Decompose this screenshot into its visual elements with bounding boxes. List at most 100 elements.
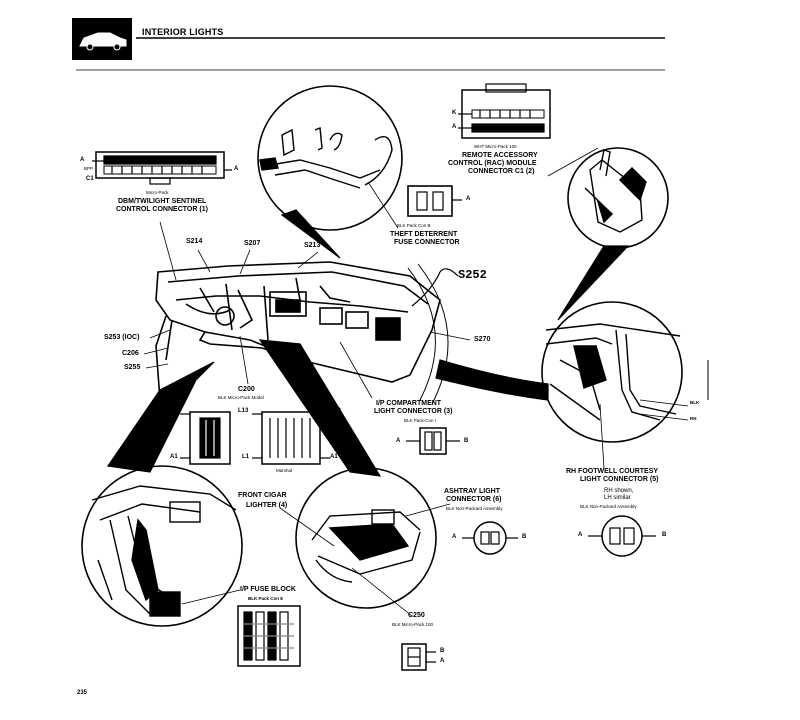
ashtray-wedge	[258, 339, 382, 477]
rac-leader	[547, 147, 599, 177]
c200-l13: L13	[238, 408, 249, 414]
dbm-label-line2: CONTROL CONNECTOR (1)	[116, 206, 208, 213]
ashtray-part	[311, 509, 421, 583]
rac-wedge	[557, 245, 630, 321]
cigar-label-line2: LIGHTER (4)	[246, 502, 288, 509]
dbm-label-line1: DBM/TWILIGHT SENTINEL	[118, 198, 207, 205]
dbm-label-line2-text: CONTROL CONNECTOR	[116, 206, 198, 213]
right-arc-2	[417, 263, 449, 405]
s207-label: S207	[244, 240, 261, 247]
rh-sub1: RH shown,	[604, 488, 634, 494]
s255-leader	[145, 363, 169, 369]
s252-label: S252	[458, 268, 487, 282]
ashtray-leader	[405, 503, 451, 517]
fuse-detail-circle	[81, 465, 243, 627]
fuse-block-part	[91, 485, 237, 617]
ip-sub: BLK Pack-Con I	[404, 418, 437, 423]
theft-connector	[407, 185, 462, 217]
s270-leader	[429, 331, 471, 341]
s270-label: S270	[474, 336, 491, 343]
rh-wedge	[435, 359, 549, 401]
rh-label-num: 5	[652, 476, 657, 483]
c200-a13-left: A13	[166, 408, 178, 414]
cigar-label-num: 4	[281, 502, 285, 509]
c206-label: C206	[122, 350, 139, 357]
page-title: INTERIOR LIGHTS	[142, 27, 224, 37]
rh-sub3: BLK Non-Packard Assembly	[580, 504, 637, 509]
fuse-block	[237, 605, 301, 667]
c200-sub: BLK Micro-Pack Model	[218, 395, 264, 400]
instrument-panel	[155, 261, 441, 401]
ip-pin-a: A	[396, 438, 401, 444]
ip-leader	[339, 341, 373, 399]
rac-connector	[458, 83, 551, 139]
c200-a1-right: A1	[330, 454, 338, 460]
edge-rh-label: RH	[690, 416, 697, 421]
ip-connector	[406, 427, 460, 455]
rh-detail-circle	[541, 301, 683, 443]
cigar-label-line1: FRONT CIGAR	[238, 492, 287, 499]
page-number: 235	[77, 690, 88, 696]
theft-leader	[367, 181, 399, 229]
s253-leader	[149, 329, 171, 339]
theft-pin-a: A	[466, 196, 471, 202]
ashtray-sub: BLK Non-Packard Assembly	[446, 506, 503, 511]
rac-label-line2: CONTROL (RAC) MODULE	[448, 160, 537, 167]
rac-label-line3: CONNECTOR C1 (2)	[468, 168, 535, 175]
c250-pin-a: A	[440, 658, 445, 664]
c250-pin-b: B	[440, 648, 445, 654]
cigar-label-line2-text: LIGHTER	[246, 502, 277, 509]
c250-label: C250	[408, 612, 425, 619]
dbm-leader	[159, 221, 177, 281]
rac-label-line1: REMOTE ACCESSORY	[462, 152, 538, 159]
cigar-leader	[279, 507, 335, 547]
c200-leader	[239, 335, 249, 385]
rh-pin-b: B	[662, 532, 667, 538]
s213-label: S213	[304, 242, 321, 249]
right-arc-1	[407, 267, 436, 401]
c200-label: C200	[238, 386, 255, 393]
ashtray-label-line2-text: CONNECTOR	[446, 496, 491, 503]
c250-connector	[401, 643, 436, 671]
fuse-block-sub: BLK Pack Con 8	[248, 596, 283, 601]
rh-label-line2: LIGHT CONNECTOR (5)	[580, 476, 659, 483]
ip-pin-b: B	[464, 438, 469, 444]
fuse-wedge	[106, 361, 215, 473]
ip-label-line1: I/P COMPARTMENT	[376, 400, 442, 407]
c206-leader	[143, 347, 169, 355]
s213-leader	[297, 251, 319, 269]
rh-sub2: LH similar	[604, 495, 631, 501]
dbm-sub: Micro-Pack	[146, 190, 169, 195]
ashtray-pin-b: B	[522, 534, 527, 540]
rh-pin-a: A	[578, 532, 583, 538]
car-icon	[79, 32, 127, 51]
rac-detail-circle	[567, 147, 669, 249]
c200-note: Marshal	[276, 468, 293, 473]
dbm-pin-a: A	[80, 157, 85, 163]
s252-harness	[411, 268, 459, 307]
theft-wedge	[280, 209, 341, 259]
ip-label-num: 3	[446, 408, 451, 415]
ip-label-line2: LIGHT CONNECTOR (3)	[374, 408, 453, 415]
c200-a13-right: A13	[330, 408, 342, 414]
ashtray-connector	[462, 521, 518, 555]
c200-l1: L1	[242, 454, 250, 460]
rh-label-line1: RH FOOTWELL COURTESY	[566, 468, 659, 475]
rh-leader	[599, 403, 605, 469]
fuse-block-label: I/P FUSE BLOCK	[240, 586, 296, 593]
ip-label-line2-text: LIGHT CONNECTOR	[374, 408, 442, 415]
s253-label: S253 (IOC)	[104, 334, 140, 341]
dbm-label-num: 1	[201, 206, 206, 213]
s207-leader	[239, 249, 251, 275]
rac-label-line3-text: CONNECTOR C1	[468, 168, 524, 175]
dbm-pin-a2: A	[234, 166, 239, 172]
rh-leader-2	[639, 399, 689, 407]
s214-label: S214	[186, 238, 203, 245]
theft-sub: BLK Pack Con B	[397, 223, 431, 228]
ashtray-label-line1: ASHTRAY LIGHT	[444, 488, 501, 495]
dbm-pin-c1: C1	[86, 176, 94, 182]
ashtray-pin-a: A	[452, 534, 457, 540]
ashtray-label-line2: CONNECTOR (6)	[446, 496, 502, 503]
theft-detail-circle	[257, 85, 403, 231]
